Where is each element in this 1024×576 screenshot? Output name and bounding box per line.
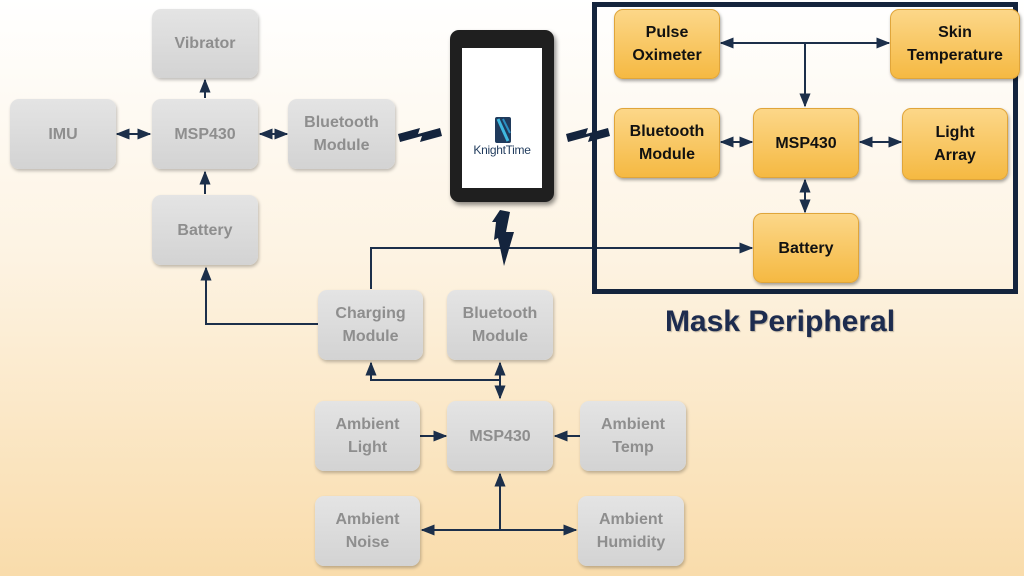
skin-temperature-block: Skin Temperature	[890, 9, 1020, 79]
tablet-device: KnightTime	[450, 30, 554, 202]
ambient-temp-block: Ambient Temp	[580, 401, 686, 471]
wire-charging-battery	[200, 266, 318, 325]
msp430-bottom-label: MSP430	[469, 427, 531, 445]
wire-charging-mask-battery	[370, 242, 754, 289]
ambient-noise-block: Ambient Noise	[315, 496, 420, 566]
msp430-top-label: MSP430	[174, 125, 236, 143]
charging-module-label: Charging Module	[335, 305, 406, 345]
mask-battery-label: Battery	[778, 239, 834, 257]
wire-charging-msp430	[365, 361, 500, 381]
ambient-light-label: Ambient Light	[335, 416, 400, 456]
skin-temperature-label: Skin Temperature	[907, 24, 1003, 64]
battery-top-block: Battery	[152, 195, 258, 265]
vibrator-block: Vibrator	[152, 9, 258, 78]
app-name: KnightTime	[473, 143, 531, 157]
pulse-oximeter-block: Pulse Oximeter	[614, 9, 720, 79]
lightning-bolt-icon	[566, 128, 610, 142]
mask-peripheral-frame	[592, 2, 1018, 294]
mask-bluetooth-block: Bluetooth Module	[614, 108, 720, 178]
bluetooth-bottom-block: Bluetooth Module	[447, 290, 553, 360]
mask-msp430-label: MSP430	[775, 134, 837, 152]
lightning-bolt-icon	[398, 128, 442, 142]
tablet-screen: KnightTime	[462, 48, 542, 188]
mask-bluetooth-label: Bluetooth Module	[629, 123, 705, 163]
imu-label: IMU	[48, 125, 78, 143]
mask-peripheral-title: Mask Peripheral	[664, 305, 896, 338]
ambient-humidity-label: Ambient Humidity	[596, 511, 666, 551]
lightning-bolt-icon	[492, 210, 514, 266]
msp430-top-block: MSP430	[152, 99, 258, 169]
bluetooth-bottom-label: Bluetooth Module	[462, 305, 538, 345]
app-logo-icon	[495, 117, 511, 143]
light-array-label: Light Array	[934, 124, 976, 164]
charging-module-block: Charging Module	[318, 290, 423, 360]
ambient-light-block: Ambient Light	[315, 401, 420, 471]
mask-msp430-block: MSP430	[753, 108, 859, 178]
vibrator-label: Vibrator	[174, 35, 236, 52]
imu-block: IMU	[10, 99, 116, 169]
bluetooth-top-block: Bluetooth Module	[288, 99, 395, 169]
ambient-noise-label: Ambient Noise	[335, 511, 400, 551]
ambient-humidity-block: Ambient Humidity	[578, 496, 684, 566]
ambient-temp-label: Ambient Temp	[601, 416, 665, 456]
pulse-oximeter-label: Pulse Oximeter	[632, 24, 702, 64]
battery-top-label: Battery	[177, 221, 233, 239]
light-array-block: Light Array	[902, 108, 1008, 180]
bluetooth-top-label: Bluetooth Module	[304, 114, 379, 154]
msp430-bottom-block: MSP430	[447, 401, 553, 471]
mask-battery-block: Battery	[753, 213, 859, 283]
